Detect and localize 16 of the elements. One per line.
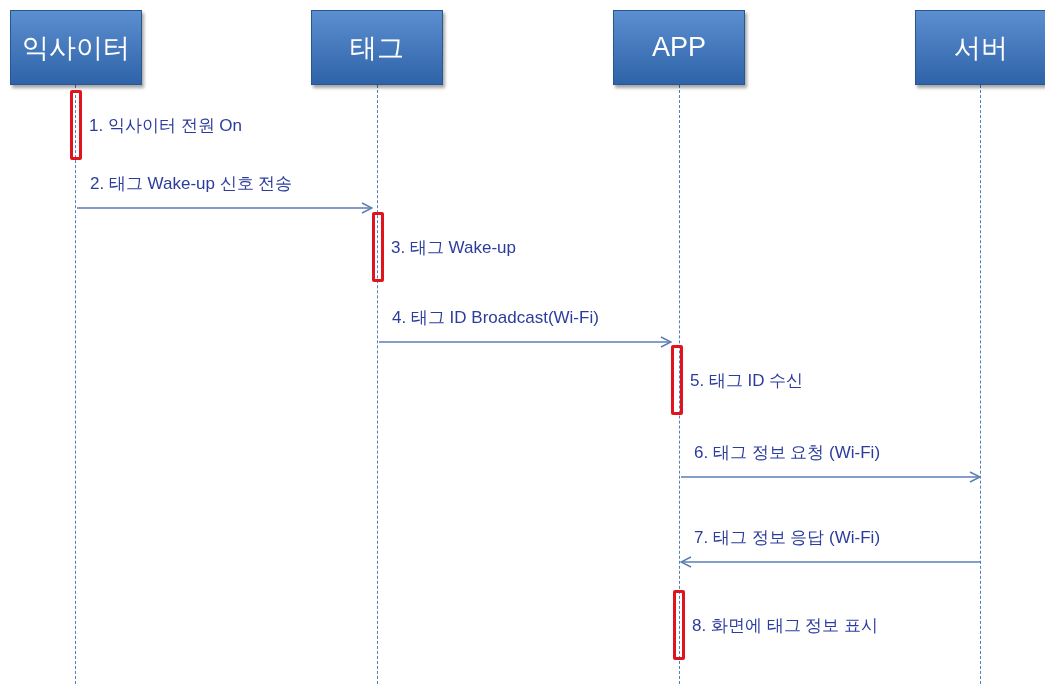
message-arrow (680, 556, 981, 568)
participant-box: 태그 (311, 10, 443, 85)
participant-box: APP (613, 10, 745, 85)
lifeline (980, 85, 982, 684)
step-text: 5. 태그 ID 수신 (690, 369, 804, 392)
step-text: 3. 태그 Wake-up (391, 236, 517, 259)
message-arrow (680, 471, 981, 483)
step-text: 8. 화면에 태그 정보 표시 (692, 614, 879, 637)
participant-box: 서버 (915, 10, 1045, 85)
step-text: 1. 익사이터 전원 On (89, 114, 243, 137)
message-arrow (378, 336, 672, 348)
participant-box: 익사이터 (10, 10, 142, 85)
message-arrow (76, 202, 373, 214)
lifeline (679, 85, 681, 684)
lifeline (75, 85, 77, 684)
lifeline (377, 85, 379, 684)
